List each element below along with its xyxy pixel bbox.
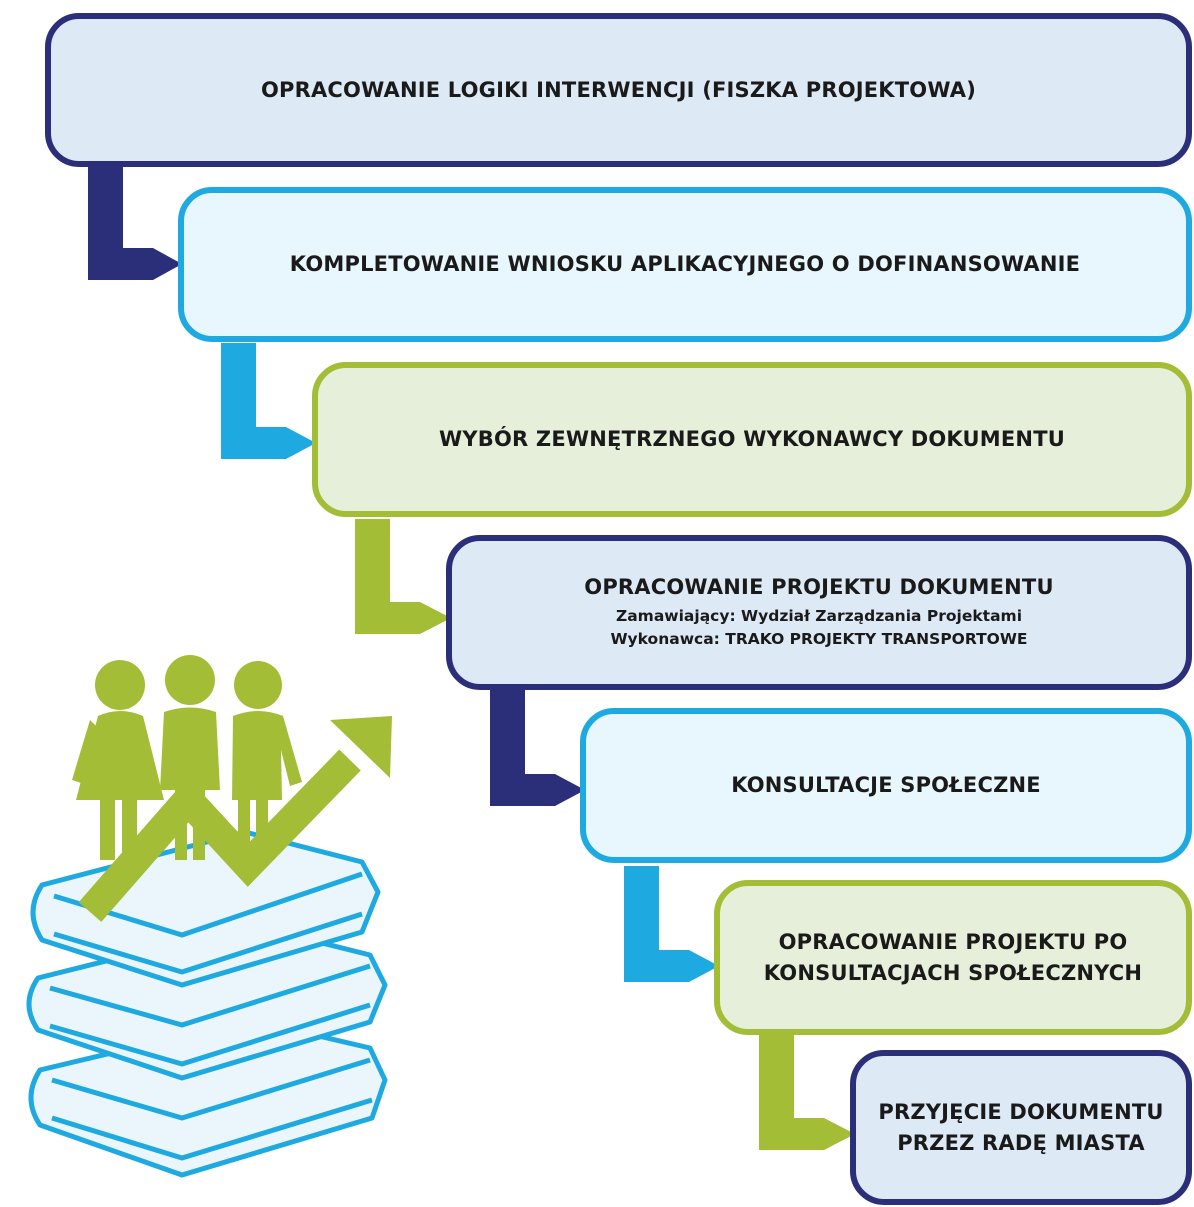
step-4-title: OPRACOWANIE PROJEKTU DOKUMENTU <box>584 575 1054 600</box>
step-6-title-line2: KONSULTACJACH SPOŁECZNYCH <box>763 960 1143 985</box>
connector-arrow-2 <box>221 343 316 459</box>
step-5-title: KONSULTACJE SPOŁECZNE <box>731 773 1041 798</box>
step-box-5: KONSULTACJE SPOŁECZNE <box>580 708 1192 863</box>
connector-arrow-5 <box>624 866 719 982</box>
step-box-3: WYBÓR ZEWNĘTRZNEGO WYKONAWCY DOKUMENTU <box>312 362 1192 517</box>
step-4-client: Zamawiający: Wydział Zarządzania Projekt… <box>615 606 1023 625</box>
step-4-contractor: Wykonawca: TRAKO PROJEKTY TRANSPORTOWE <box>610 630 1028 649</box>
step-6-title: OPRACOWANIE PROJEKTU PO <box>778 930 1128 955</box>
step-1-title: OPRACOWANIE LOGIKI INTERWENCJI (FISZKA P… <box>260 77 977 102</box>
connector-arrow-4 <box>490 690 585 806</box>
step-box-1: OPRACOWANIE LOGIKI INTERWENCJI (FISZKA P… <box>45 13 1192 167</box>
connector-arrow-1 <box>88 165 182 280</box>
step-box-4: OPRACOWANIE PROJEKTU DOKUMENTU Zamawiają… <box>446 535 1192 690</box>
step-3-title: WYBÓR ZEWNĘTRZNEGO WYKONAWCY DOKUMENTU <box>439 427 1065 452</box>
books-stack-icon <box>26 829 388 1178</box>
step-box-7: PRZYJĘCIE DOKUMENTU PRZEZ RADĘ MIASTA <box>850 1050 1192 1205</box>
step-box-6: OPRACOWANIE PROJEKTU PO KONSULTACJACH SP… <box>714 880 1192 1035</box>
step-7-title-line2: PRZEZ RADĘ MIASTA <box>897 1130 1145 1155</box>
connector-arrow-6 <box>759 1035 855 1150</box>
connector-arrow-3 <box>355 519 451 634</box>
step-7-title: PRZYJĘCIE DOKUMENTU <box>878 1100 1164 1125</box>
growth-arrow-icon <box>78 716 392 922</box>
step-box-2: KOMPLETOWANIE WNIOSKU APLIKACYJNEGO O DO… <box>178 187 1192 342</box>
step-2-title: KOMPLETOWANIE WNIOSKU APLIKACYJNEGO O DO… <box>289 252 1081 277</box>
